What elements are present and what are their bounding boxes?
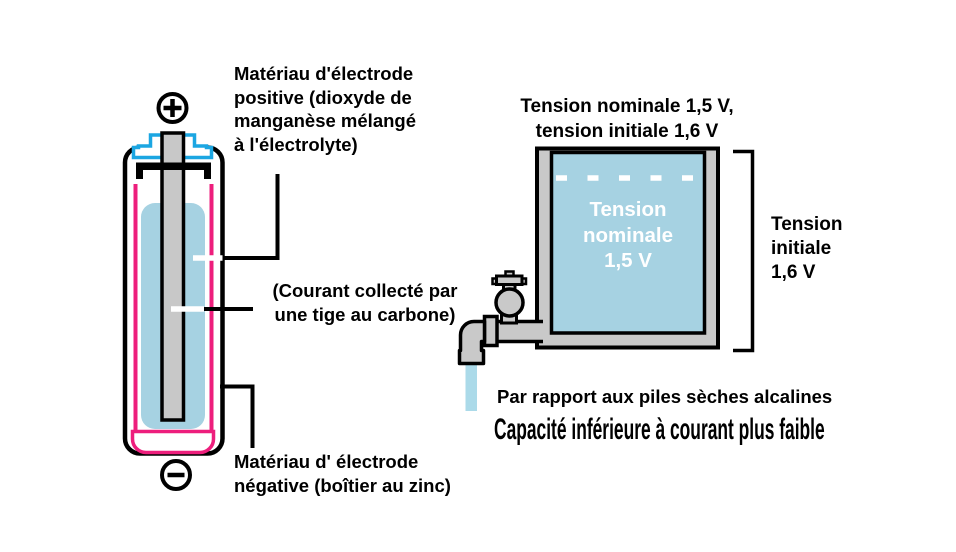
positive-label-leader-line (222, 174, 280, 260)
nominal-voltage-label: Tension nominale 1,5 V (583, 198, 673, 272)
battery-seal-bar (136, 162, 211, 179)
initial-voltage-bracket (733, 149, 755, 353)
initial-voltage-label: Tension initiale 1,6 V (771, 214, 843, 283)
faucet-elbow-spout (457, 319, 487, 366)
voltage-tank (535, 146, 755, 353)
comparison-note-label: Par rapport aux piles sèches alcalines (497, 386, 833, 407)
faucet-flange (482, 314, 499, 348)
tank-liquid (549, 150, 707, 335)
positive-electrode-label: Matériau d'électrode positive (dioxyde d… (234, 63, 416, 155)
plus-terminal-icon (156, 92, 189, 124)
faucet (457, 270, 543, 411)
zinc-lining-bottom-tray (130, 429, 216, 455)
tank-header-label: Tension nominale 1,5 V, tension initiale… (520, 96, 734, 142)
negative-electrode-label: Matériau d' électrode négative (boîtier … (234, 451, 451, 496)
current-collector-label: (Courant collecté par une tige au carbon… (272, 280, 458, 325)
valve-ball (494, 287, 525, 318)
minus-terminal-icon (160, 459, 192, 491)
dry-cell-battery (122, 92, 280, 491)
capacity-note-label: Capacité inférieure à courant plus faibl… (494, 413, 825, 446)
water-stream (465, 362, 477, 411)
negative-label-leader-line (220, 384, 255, 448)
valve-handle (495, 274, 524, 286)
carbon-rod (160, 131, 186, 422)
